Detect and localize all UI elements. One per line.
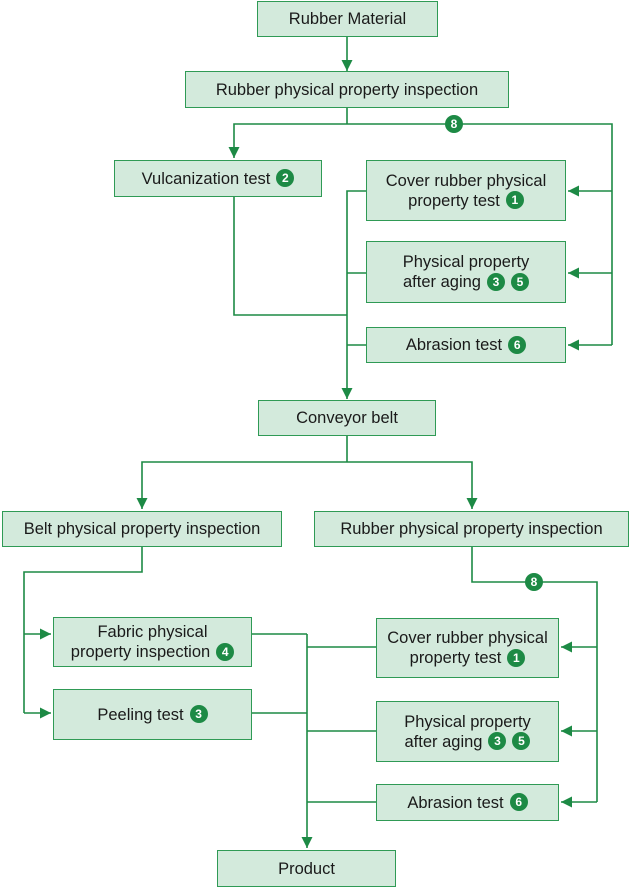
- node-label-line-1: Physical property: [402, 253, 530, 271]
- edge-inspection-right-branch: [347, 123, 613, 345]
- node-label-line-2: after aging: [404, 732, 483, 751]
- badge-icon: 4: [216, 642, 235, 661]
- node-rubber-inspection-bottom: Rubber physical property inspection: [314, 511, 629, 547]
- node-label: Rubber physical property inspection: [340, 520, 603, 538]
- node-label-line-1: Physical property: [404, 712, 531, 731]
- junction-badge-bottom: 8: [525, 573, 543, 591]
- badge-icon: 1: [505, 191, 524, 210]
- edge-vulcanization-to-merge: [233, 197, 347, 316]
- node-belt-inspection: Belt physical property inspection: [2, 511, 282, 547]
- node-abrasion-top: Abrasion test 6: [366, 327, 566, 363]
- node-label: Rubber Material: [288, 10, 407, 28]
- node-label-line-2: property test: [409, 649, 502, 667]
- badge-icon: 3: [189, 705, 208, 724]
- badge-icon: 6: [509, 793, 528, 812]
- node-label: Abrasion test: [407, 793, 504, 812]
- node-label-line-1: Fabric physical: [97, 623, 208, 641]
- node-cover-rubber-top: Cover rubber physical property test 1: [366, 160, 566, 221]
- node-label: Belt physical property inspection: [23, 520, 261, 538]
- edge-belt-down: [23, 547, 143, 713]
- node-label-line-2: property inspection: [70, 643, 211, 661]
- edge-to-rubber-inspection-bottom: [347, 461, 478, 509]
- node-fabric-inspection: Fabric physical property inspection 4: [53, 617, 252, 667]
- node-rubber-material: Rubber Material: [257, 1, 438, 37]
- edge-inspection-to-vulcanization: [228, 123, 347, 158]
- node-peeling-test: Peeling test 3: [53, 689, 252, 740]
- badge-icon: 3: [486, 272, 505, 291]
- node-label-line-1: Cover rubber physical: [385, 171, 547, 190]
- node-label: Vulcanization test: [141, 169, 271, 188]
- node-product: Product: [217, 850, 396, 887]
- badge-icon: 6: [508, 335, 527, 354]
- node-label: Product: [278, 859, 335, 878]
- node-label-line-2: after aging: [403, 273, 481, 291]
- edge-collect-top-left: [341, 190, 366, 399]
- node-label: Abrasion test: [405, 336, 503, 354]
- edge-to-belt-inspection: [136, 461, 347, 509]
- node-label: Rubber physical property inspection: [215, 80, 479, 99]
- node-label-line-2: property test: [408, 191, 500, 210]
- node-conveyor-belt: Conveyor belt: [258, 400, 436, 436]
- node-vulcanization-test: Vulcanization test 2: [114, 160, 322, 197]
- badge-icon: 1: [507, 648, 526, 667]
- junction-badge-top: 8: [445, 115, 463, 133]
- node-label: Conveyor belt: [296, 409, 398, 427]
- badge-icon: 3: [488, 732, 507, 751]
- node-cover-rubber-bottom: Cover rubber physical property test 1: [376, 618, 559, 678]
- badge-icon: 2: [276, 169, 295, 188]
- node-rubber-inspection-top: Rubber physical property inspection: [185, 71, 509, 108]
- node-label: Peeling test: [97, 705, 184, 724]
- node-abrasion-bottom: Abrasion test 6: [376, 784, 559, 821]
- badge-icon: 5: [510, 272, 529, 291]
- badge-icon: 5: [512, 732, 531, 751]
- node-label-line-1: Cover rubber physical: [387, 629, 548, 647]
